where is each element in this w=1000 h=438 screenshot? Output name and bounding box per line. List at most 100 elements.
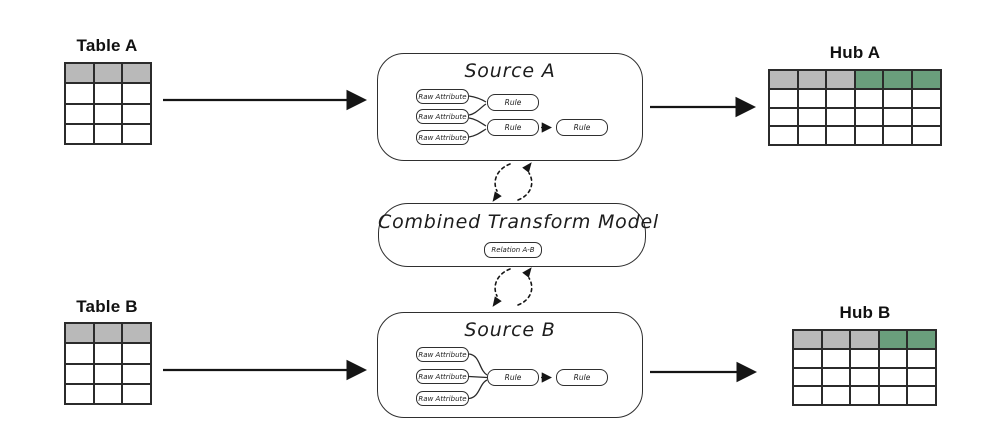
hub-b: [792, 329, 937, 407]
header-cell-gray: [121, 321, 152, 345]
body-cell: [796, 125, 828, 147]
body-cell: [853, 87, 885, 109]
combined-transform-model-title: Combined Transform Model: [378, 211, 660, 233]
hub-a-title: Hub A: [829, 43, 881, 62]
body-cell: [849, 385, 880, 407]
hub-a: [768, 69, 942, 147]
header-cell-gray: [121, 61, 152, 85]
body-cell: [882, 106, 913, 128]
sync-cycle-source-a-model: [492, 162, 533, 202]
data-grid: [768, 69, 942, 147]
body-cell: [792, 347, 823, 369]
header-cell-gray: [768, 69, 799, 90]
header-cell-gray: [820, 329, 852, 350]
body-cell: [910, 106, 942, 128]
body-cell: [820, 366, 852, 388]
body-cell: [849, 366, 880, 388]
body-cell: [792, 366, 823, 388]
source-a-rule-1: Rule: [487, 94, 539, 111]
header-cell-gray: [64, 321, 95, 345]
sync-cycle-model-source-b: [492, 267, 533, 307]
header-cell-green: [882, 69, 913, 90]
source-a-title: Source A: [464, 60, 556, 82]
source-a-rule-2: Rule: [487, 119, 539, 136]
table-b-title: Table B: [76, 297, 138, 316]
body-cell: [121, 122, 152, 146]
header-cell-gray: [92, 321, 123, 345]
body-cell: [906, 347, 937, 369]
body-cell: [768, 87, 799, 109]
source-a-raw-attribute-1: Raw Attribute: [416, 89, 469, 104]
header-cell-gray: [792, 329, 823, 350]
body-cell: [877, 385, 909, 407]
table-b: [64, 321, 152, 406]
source-a-raw-attribute-3: Raw Attribute: [416, 130, 469, 145]
data-grid: [64, 321, 152, 406]
source-b-box: [377, 312, 643, 418]
body-cell: [906, 366, 937, 388]
body-cell: [910, 125, 942, 147]
sync-arc-down: [494, 268, 511, 297]
source-a-raw-attribute-2: Raw Attribute: [416, 109, 469, 124]
body-cell: [768, 125, 799, 147]
body-cell: [64, 102, 95, 125]
body-cell: [92, 102, 123, 125]
source-a-rule-3: Rule: [556, 119, 608, 136]
body-cell: [92, 342, 123, 365]
body-cell: [768, 106, 799, 128]
body-cell: [121, 342, 152, 365]
body-cell: [121, 102, 152, 125]
sync-arc-up: [517, 172, 533, 201]
source-b-rule-1: Rule: [487, 369, 539, 386]
body-cell: [92, 382, 123, 406]
body-cell: [792, 385, 823, 407]
body-cell: [92, 82, 123, 105]
body-cell: [121, 382, 152, 406]
header-cell-gray: [825, 69, 856, 90]
source-b-rule-2: Rule: [556, 369, 608, 386]
sync-arrowhead-up: [522, 162, 532, 173]
body-cell: [820, 385, 852, 407]
body-cell: [820, 347, 852, 369]
body-cell: [121, 362, 152, 385]
header-cell-gray: [796, 69, 828, 90]
source-b-raw-attribute-1: Raw Attribute: [416, 347, 469, 362]
body-cell: [877, 366, 909, 388]
body-cell: [92, 362, 123, 385]
source-b-title: Source B: [464, 319, 556, 341]
body-cell: [796, 87, 828, 109]
header-cell-green: [877, 329, 909, 350]
header-cell-gray: [64, 61, 95, 85]
body-cell: [882, 87, 913, 109]
body-cell: [849, 347, 880, 369]
sync-arc-down: [494, 163, 511, 192]
header-cell-green: [853, 69, 885, 90]
data-grid: [64, 61, 152, 146]
body-cell: [853, 125, 885, 147]
body-cell: [853, 106, 885, 128]
hub-b-title: Hub B: [839, 303, 891, 322]
body-cell: [92, 122, 123, 146]
body-cell: [64, 122, 95, 146]
header-cell-green: [906, 329, 937, 350]
body-cell: [64, 342, 95, 365]
body-cell: [910, 87, 942, 109]
table-a: [64, 61, 152, 146]
header-cell-gray: [849, 329, 880, 350]
body-cell: [121, 82, 152, 105]
table-a-title: Table A: [76, 36, 138, 55]
sync-arrowhead-down: [492, 296, 502, 307]
source-b-raw-attribute-2: Raw Attribute: [416, 369, 469, 384]
body-cell: [796, 106, 828, 128]
sync-arc-up: [517, 277, 533, 306]
body-cell: [64, 382, 95, 406]
body-cell: [882, 125, 913, 147]
header-cell-gray: [92, 61, 123, 85]
body-cell: [877, 347, 909, 369]
relation-a-b-pill: Relation A-B: [484, 242, 542, 258]
body-cell: [825, 106, 856, 128]
body-cell: [64, 362, 95, 385]
body-cell: [825, 125, 856, 147]
body-cell: [64, 82, 95, 105]
